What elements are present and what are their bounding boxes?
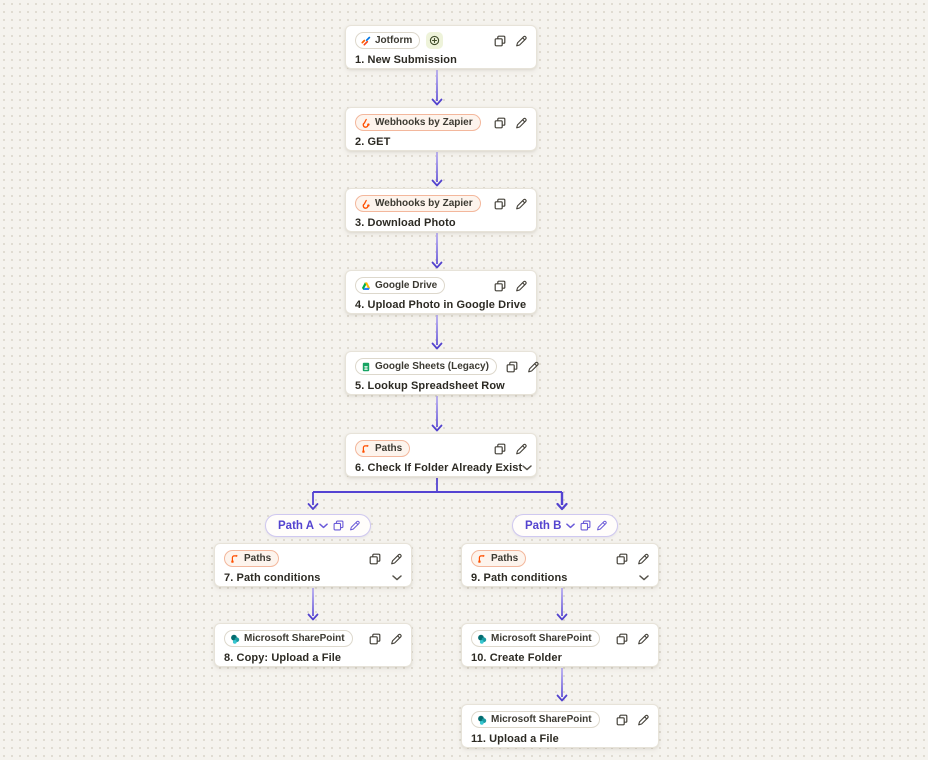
app-badge: Webhooks by Zapier — [355, 114, 481, 131]
step-title: 9. Path conditions — [471, 572, 568, 584]
chevron-down-icon[interactable] — [566, 522, 576, 529]
app-badge: Google Drive — [355, 277, 446, 294]
step-card-4[interactable]: Google Drive 4. Upload Photo in Google D… — [345, 270, 537, 314]
path-a-pill[interactable]: Path A — [265, 514, 371, 537]
path-label: Path B — [525, 519, 562, 532]
step-title: 8. Copy: Upload a File — [224, 652, 342, 664]
app-badge: Microsoft SharePoint — [471, 711, 600, 728]
copy-icon[interactable] — [616, 714, 628, 726]
jotform-icon — [361, 36, 371, 46]
step-card-6[interactable]: Paths 6. Check If Folder Already Exist — [345, 433, 537, 477]
app-badge-label: Google Sheets (Legacy) — [375, 361, 489, 372]
step-title: 4. Upload Photo in Google Drive — [355, 299, 527, 311]
edit-pencil-icon[interactable] — [515, 198, 527, 210]
path-b-pill[interactable]: Path B — [512, 514, 619, 537]
app-badge: Google Sheets (Legacy) — [355, 358, 497, 375]
edit-pencil-icon[interactable] — [637, 714, 649, 726]
step-card-2[interactable]: Webhooks by Zapier 2. GET — [345, 107, 537, 151]
copy-icon[interactable] — [494, 117, 506, 129]
app-badge: Jotform — [355, 32, 421, 49]
app-badge: Paths — [224, 550, 280, 567]
app-badge: Microsoft SharePoint — [471, 630, 600, 647]
chevron-down-icon[interactable] — [392, 575, 402, 581]
app-badge: Microsoft SharePoint — [224, 630, 353, 647]
step-card-9[interactable]: Paths 9. Path conditions — [461, 543, 659, 587]
copy-icon[interactable] — [369, 633, 381, 645]
app-badge-label: Paths — [375, 443, 403, 454]
edit-pencil-icon[interactable] — [527, 361, 539, 373]
copy-icon[interactable] — [494, 280, 506, 292]
paths-icon — [477, 554, 487, 564]
step-card-3[interactable]: Webhooks by Zapier 3. Download Photo — [345, 188, 537, 232]
edit-pencil-icon[interactable] — [515, 280, 527, 292]
edit-pencil-icon[interactable] — [515, 117, 527, 129]
edit-pencil-icon[interactable] — [596, 520, 608, 531]
copy-icon[interactable] — [369, 553, 381, 565]
chevron-down-icon[interactable] — [522, 465, 532, 471]
webhooks-icon — [361, 118, 371, 128]
step-title: 3. Download Photo — [355, 217, 456, 229]
app-badge-label: Microsoft SharePoint — [244, 633, 345, 644]
step-card-5[interactable]: Google Sheets (Legacy) 5. Lookup Spreads… — [345, 351, 539, 395]
step-title: 2. GET — [355, 136, 391, 148]
copy-icon[interactable] — [333, 520, 344, 531]
app-badge-label: Microsoft SharePoint — [491, 633, 592, 644]
step-title: 6. Check If Folder Already Exist — [355, 462, 523, 474]
copy-icon[interactable] — [616, 553, 628, 565]
app-badge: Webhooks by Zapier — [355, 195, 481, 212]
app-badge-label: Webhooks by Zapier — [375, 117, 473, 128]
step-card-11[interactable]: Microsoft SharePoint 11. Upload a File — [461, 704, 659, 748]
app-badge-label: Webhooks by Zapier — [375, 198, 473, 209]
sharepoint-icon — [477, 715, 487, 725]
google-drive-icon — [361, 281, 371, 291]
edit-pencil-icon[interactable] — [349, 520, 360, 531]
step-title: 10. Create Folder — [471, 652, 562, 664]
step-title: 11. Upload a File — [471, 733, 559, 745]
copy-icon[interactable] — [616, 633, 628, 645]
edit-pencil-icon[interactable] — [637, 633, 649, 645]
sharepoint-icon — [477, 634, 487, 644]
add-step-button[interactable] — [426, 32, 444, 49]
edit-pencil-icon[interactable] — [515, 35, 527, 47]
webhooks-icon — [361, 199, 371, 209]
edit-pencil-icon[interactable] — [637, 553, 649, 565]
chevron-down-icon[interactable] — [319, 522, 328, 529]
app-badge: Paths — [355, 440, 411, 457]
step-card-1[interactable]: Jotform 1. New Submission — [345, 25, 537, 69]
app-badge-label: Paths — [244, 553, 272, 564]
step-title: 1. New Submission — [355, 54, 457, 66]
app-badge-label: Microsoft SharePoint — [491, 714, 592, 725]
path-label: Path A — [278, 519, 314, 532]
copy-icon[interactable] — [494, 443, 506, 455]
paths-icon — [361, 444, 371, 454]
app-badge-label: Paths — [491, 553, 519, 564]
copy-icon[interactable] — [506, 361, 518, 373]
step-title: 7. Path conditions — [224, 572, 321, 584]
step-card-10[interactable]: Microsoft SharePoint 10. Create Folder — [461, 623, 659, 667]
step-card-8[interactable]: Microsoft SharePoint 8. Copy: Upload a F… — [214, 623, 412, 667]
sharepoint-icon — [230, 634, 240, 644]
app-badge-label: Jotform — [375, 35, 413, 46]
google-sheets-icon — [361, 362, 371, 372]
app-badge-label: Google Drive — [375, 280, 438, 291]
chevron-down-icon[interactable] — [639, 575, 649, 581]
copy-icon[interactable] — [580, 520, 591, 531]
copy-icon[interactable] — [494, 198, 506, 210]
step-card-7[interactable]: Paths 7. Path conditions — [214, 543, 412, 587]
step-title: 5. Lookup Spreadsheet Row — [355, 380, 505, 392]
copy-icon[interactable] — [494, 35, 506, 47]
app-badge: Paths — [471, 550, 527, 567]
edit-pencil-icon[interactable] — [390, 633, 402, 645]
paths-icon — [230, 554, 240, 564]
edit-pencil-icon[interactable] — [515, 443, 527, 455]
edit-pencil-icon[interactable] — [390, 553, 402, 565]
